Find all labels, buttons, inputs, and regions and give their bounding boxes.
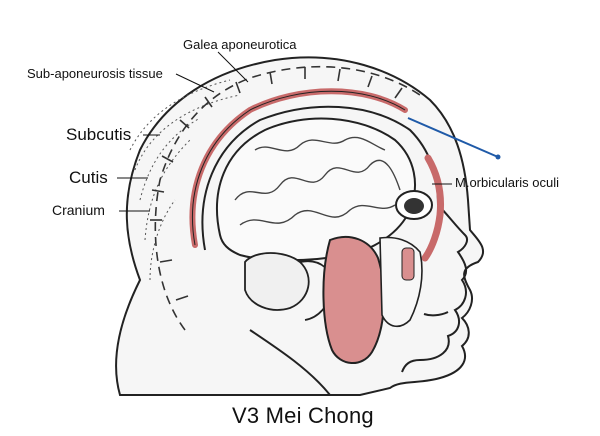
face-profile bbox=[401, 204, 468, 373]
small-muscle-strip bbox=[401, 247, 415, 281]
label-subcutis: Subcutis bbox=[66, 125, 132, 144]
orbicularis-oculi-muscle bbox=[421, 154, 444, 262]
neck bbox=[249, 329, 360, 396]
needle-tip bbox=[495, 154, 501, 160]
label-cranium: Cranium bbox=[52, 202, 105, 218]
acupuncture-needle bbox=[407, 117, 499, 158]
caption: V3 Mei Chong bbox=[232, 403, 374, 428]
dashed-boundary bbox=[154, 65, 421, 331]
brain-gyri bbox=[234, 136, 401, 226]
mouth bbox=[423, 311, 449, 317]
label-galea-aponeurotica: Galea aponeurotica bbox=[183, 37, 297, 52]
eyeball bbox=[404, 198, 424, 214]
boundary-ticks bbox=[150, 67, 403, 301]
label-cutis: Cutis bbox=[69, 168, 108, 187]
leader-lines bbox=[117, 51, 452, 212]
label-sub-aponeurosis-tissue: Sub-aponeurosis tissue bbox=[27, 66, 163, 81]
facial-muscle-block bbox=[322, 235, 385, 364]
label-m-orbicularis-oculi: M.orbicularis oculi bbox=[455, 175, 560, 190]
cerebellum bbox=[244, 252, 310, 311]
